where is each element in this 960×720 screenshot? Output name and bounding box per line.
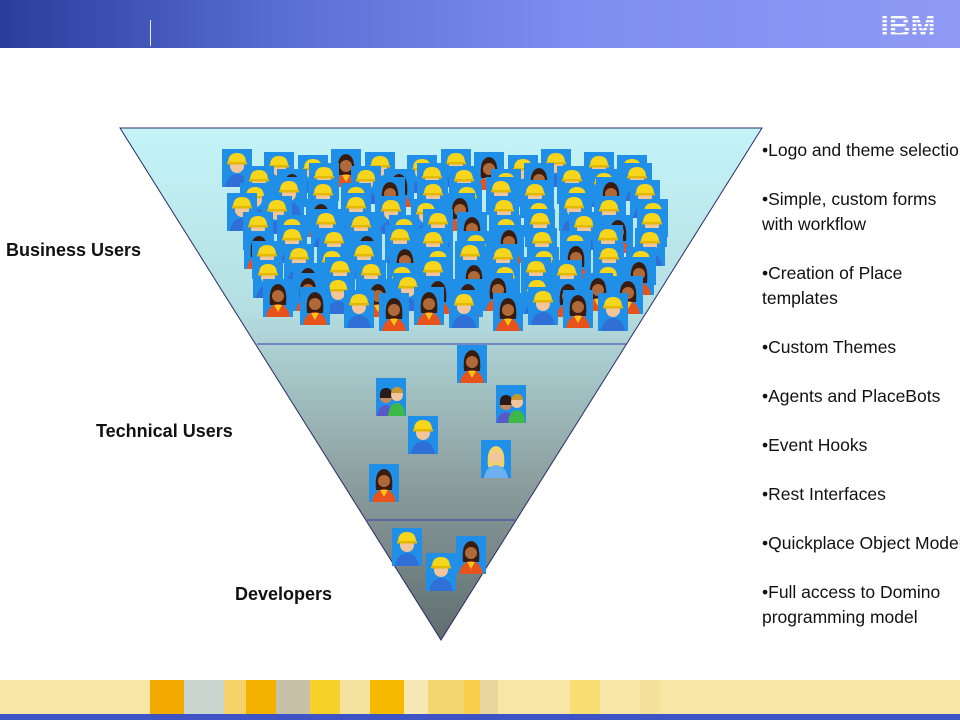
- feature-item: •Logo and theme selection: [762, 140, 960, 160]
- woman-user-icon: [456, 536, 486, 574]
- footer-tile: [570, 680, 600, 714]
- construction-worker-icon: [426, 553, 456, 591]
- feature-item: •Full access to Domino programming model: [762, 582, 941, 627]
- feature-item: •Agents and PlaceBots: [762, 386, 941, 406]
- woman-user-icon: [414, 287, 444, 325]
- feature-item: •Event Hooks: [762, 435, 868, 455]
- woman-user-icon: [563, 290, 593, 328]
- woman-user-icon: [369, 464, 399, 502]
- developers-label: Developers: [235, 584, 333, 604]
- feature-item: •Rest Interfaces: [762, 484, 886, 504]
- woman-user-icon: [300, 287, 330, 325]
- footer-tile: [224, 680, 246, 714]
- feature-item: •Custom Themes: [762, 337, 897, 357]
- footer-tile: [464, 680, 480, 714]
- woman-user-icon: [263, 279, 293, 317]
- footer-decoration: [0, 680, 960, 720]
- feature-item: •Creation of Place templates: [762, 263, 903, 308]
- feature-list: •Logo and theme selection •Simple, custo…: [762, 138, 960, 654]
- construction-worker-icon: [392, 528, 422, 566]
- technical-users-label: Technical Users: [96, 421, 233, 441]
- footer-tile: [184, 680, 224, 714]
- footer-tile: [276, 680, 310, 714]
- header-bar: IBM: [0, 0, 960, 48]
- construction-worker-icon: [528, 287, 558, 325]
- feature-item: •Quickplace Object Model: [762, 533, 960, 553]
- footer-tile: [428, 680, 464, 714]
- construction-worker-icon: [598, 293, 628, 331]
- business-users-label: Business Users: [6, 240, 142, 260]
- header-divider: [150, 20, 151, 46]
- footer-tile: [404, 680, 428, 714]
- user-pair-icon: [496, 385, 526, 423]
- blonde-user-icon: [481, 440, 511, 478]
- footer-tile: [310, 680, 340, 714]
- construction-worker-icon: [408, 416, 438, 454]
- footer-tile: [340, 680, 370, 714]
- svg-text:IBM: IBM: [881, 10, 936, 40]
- feature-item: •Simple, custom forms with workflow: [762, 189, 937, 234]
- footer-tile: [370, 680, 404, 714]
- footer-tile: [480, 680, 498, 714]
- woman-user-icon: [379, 293, 409, 331]
- ibm-logo: IBM: [881, 10, 936, 40]
- footer-tile: [246, 680, 276, 714]
- construction-worker-icon: [449, 290, 479, 328]
- user-pair-icon: [376, 378, 406, 416]
- footer-band: [0, 714, 960, 720]
- footer-tile: [150, 680, 184, 714]
- woman-user-icon: [493, 293, 523, 331]
- footer-tile: [640, 680, 660, 714]
- woman-user-icon: [457, 345, 487, 383]
- construction-worker-icon: [344, 290, 374, 328]
